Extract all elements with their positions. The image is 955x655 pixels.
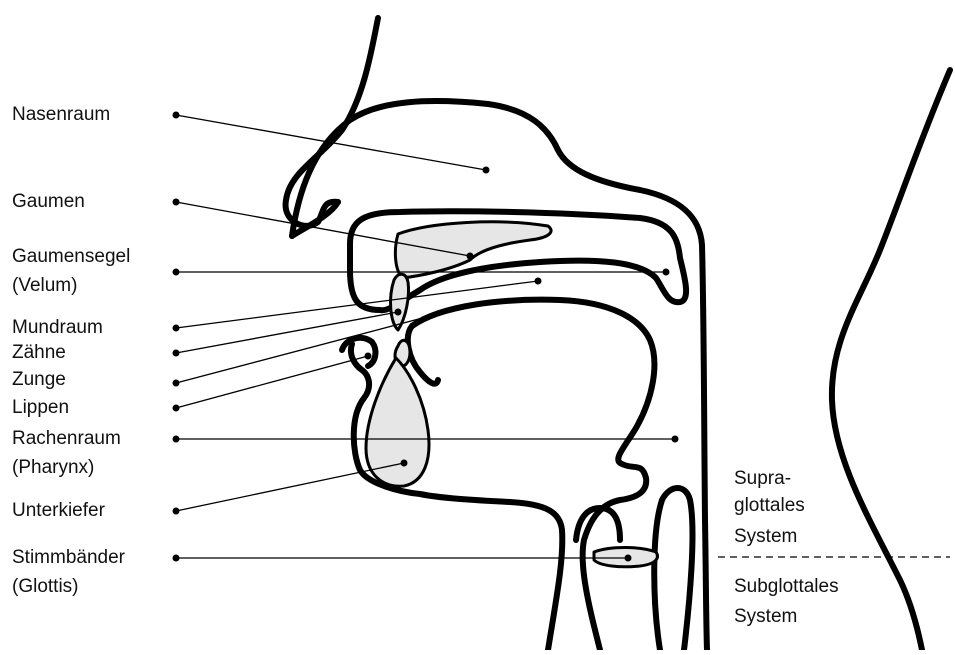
- dot-stimmbaender-right: [625, 555, 632, 562]
- dot-rachenraum-right: [672, 436, 679, 443]
- label-zunge: Zunge: [12, 369, 66, 390]
- dot-gaumen-left: [173, 199, 180, 206]
- nasal-cavity-outline: [292, 101, 707, 650]
- label-unterkiefer: Unterkiefer: [12, 500, 106, 521]
- label-nasenraum: Nasenraum: [12, 104, 110, 125]
- dot-gaumensegel-left: [173, 269, 180, 276]
- tongue-tip-outline: [408, 326, 438, 384]
- label-lippen: Lippen: [12, 397, 69, 418]
- leader-lines: [173, 112, 951, 562]
- dot-mundraum-left: [173, 325, 180, 332]
- leader-zaehne: [176, 312, 398, 353]
- dot-lippen-left: [173, 405, 180, 412]
- dot-unterkiefer-right: [401, 460, 408, 467]
- dot-gaumensegel-right: [663, 269, 670, 276]
- label-stimmbaender: Stimmbänder: [12, 547, 126, 568]
- dot-zaehne-right: [395, 309, 402, 316]
- neck-back-outline: [832, 70, 950, 650]
- label-sub-line1: Subglottales: [734, 576, 839, 597]
- label-velum: (Velum): [12, 275, 77, 296]
- label-supra-line3: System: [734, 526, 797, 547]
- tongue-outline: [412, 300, 654, 650]
- dot-mundraum-right: [535, 278, 542, 285]
- mandible-shape: [366, 358, 429, 486]
- dot-gaumen-right: [467, 253, 474, 260]
- label-group: Nasenraum Gaumen Gaumensegel (Velum) Mun…: [12, 104, 839, 627]
- leader-lippen: [176, 356, 368, 408]
- label-gaumen: Gaumen: [12, 191, 85, 212]
- dot-zaehne-left: [173, 350, 180, 357]
- dot-zunge-left: [173, 380, 180, 387]
- leader-unterkiefer: [176, 463, 404, 511]
- label-pharynx: (Pharynx): [12, 457, 94, 478]
- dot-nasenraum-left: [173, 112, 180, 119]
- dot-rachenraum-left: [173, 436, 180, 443]
- dot-nasenraum-right: [483, 167, 490, 174]
- dot-unterkiefer-left: [173, 508, 180, 515]
- dot-lippen-right: [365, 353, 372, 360]
- dot-stimmbaender-left: [173, 555, 180, 562]
- leader-nasenraum: [176, 115, 486, 170]
- label-supra-line2: glottales: [734, 495, 805, 516]
- label-sub-line2: System: [734, 606, 797, 627]
- label-supra-line1: Supra-: [734, 468, 791, 489]
- upper-teeth-shape: [391, 274, 409, 330]
- label-mundraum: Mundraum: [12, 317, 103, 338]
- cervical-outline: [654, 488, 692, 650]
- label-glottis: (Glottis): [12, 576, 79, 597]
- label-zaehne: Zähne: [12, 342, 66, 363]
- label-rachenraum: Rachenraum: [12, 428, 121, 449]
- label-gaumensegel: Gaumensegel: [12, 246, 130, 267]
